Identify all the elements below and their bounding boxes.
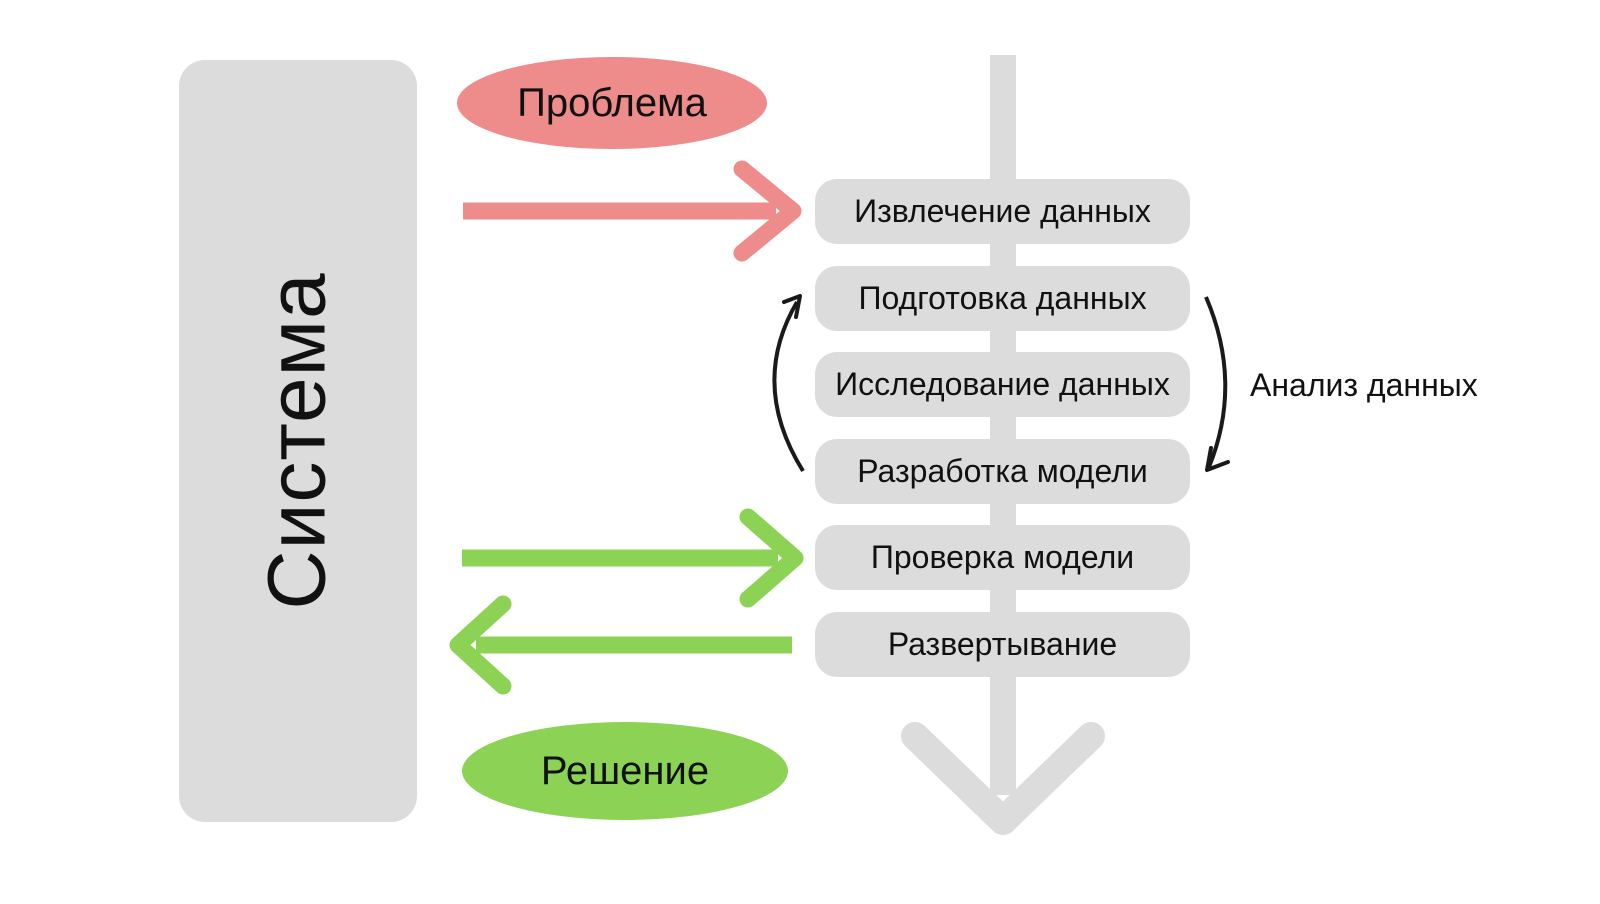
step-label: Подготовка данных [858,280,1147,316]
step-box-model-development: Разработка модели [815,439,1190,504]
flow-spine-arrow-icon [901,55,1105,835]
step-label: Извлечение данных [854,193,1151,229]
step-box-data-preparation: Подготовка данных [815,266,1190,331]
deployment-return-arrow-icon [449,595,792,695]
step-label: Исследование данных [835,366,1170,402]
solution-ellipse: Решение [462,722,788,820]
step-box-model-validation: Проверка модели [815,525,1190,590]
system-label: Система [252,272,343,610]
loop-down-arrow-icon [1204,296,1230,472]
step-label: Развертывание [887,626,1118,662]
problem-ellipse: Проблема [457,57,767,149]
system-box: Система [179,60,417,822]
step-box-deployment: Развертывание [815,612,1190,677]
step-label: Разработка модели [857,453,1148,489]
problem-arrow-icon [463,160,802,262]
solution-label: Решение [540,748,710,793]
problem-label: Проблема [517,80,707,125]
loop-up-arrow-icon [772,294,805,473]
step-label: Проверка модели [870,539,1135,575]
step-box-data-extraction: Извлечение данных [815,179,1190,244]
loop-label: Анализ данных [1250,366,1478,403]
validation-arrow-icon [462,508,804,608]
step-box-data-exploration: Исследование данных [815,352,1190,417]
